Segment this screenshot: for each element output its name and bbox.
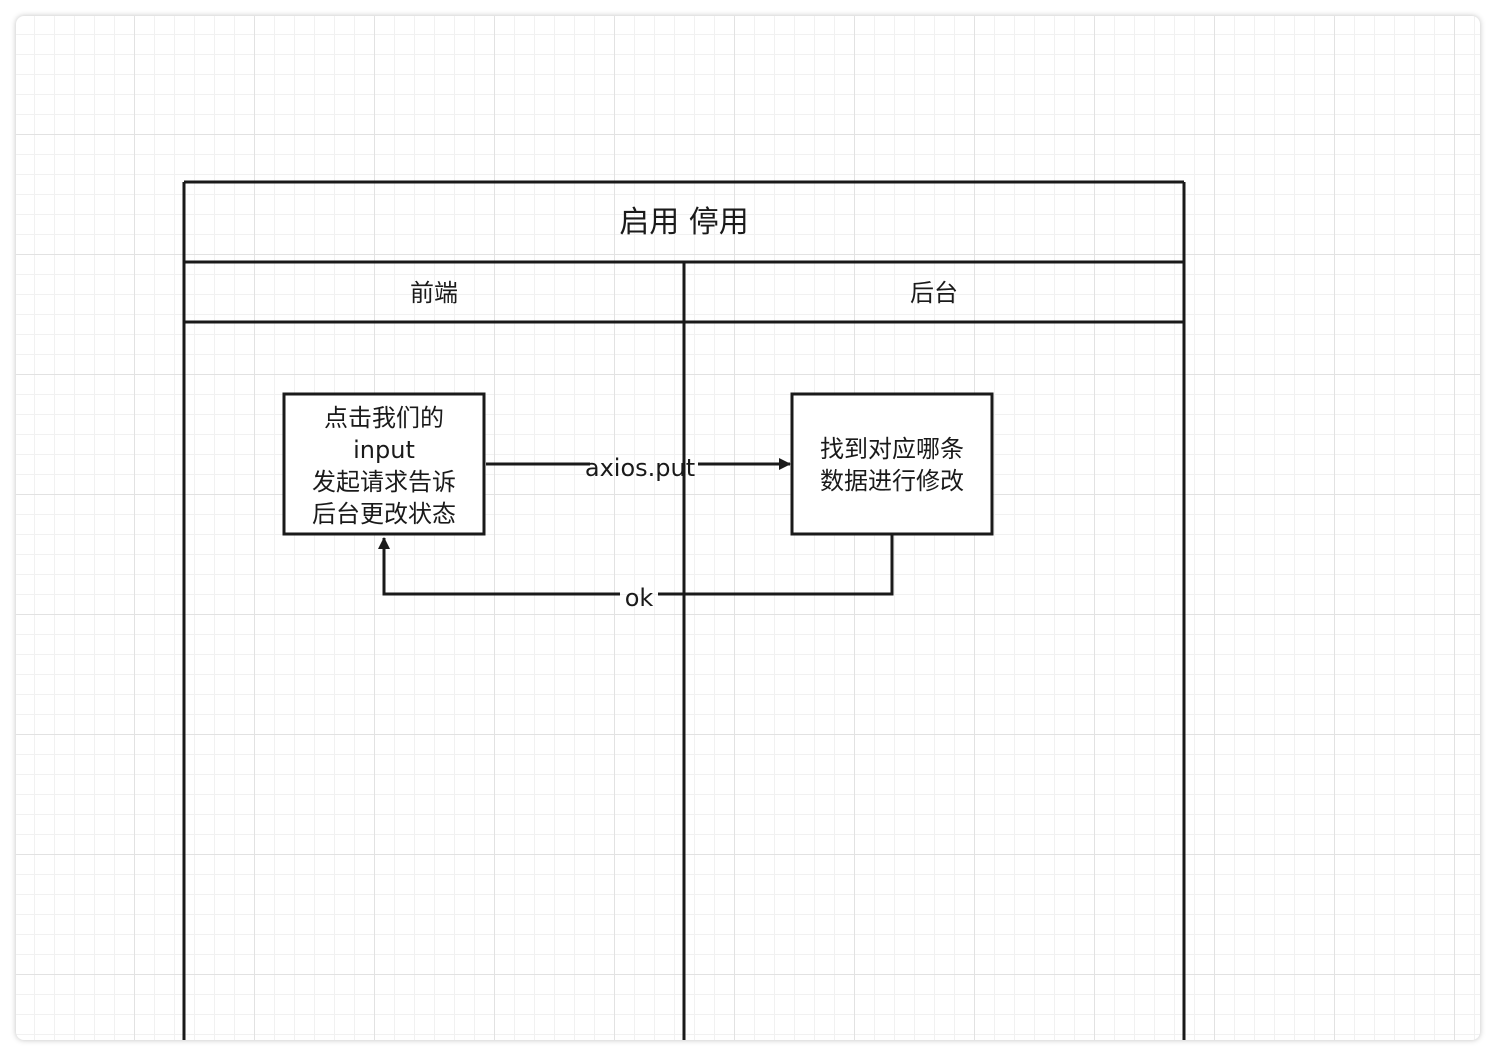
flow-diagram: 启用 停用 前端 后台 axios.put ok 点击我们的 input 发起请… <box>182 180 1186 1040</box>
edge-response-line-right <box>658 535 894 596</box>
frontend-box-line-1: 点击我们的 <box>324 404 444 432</box>
frontend-box-line-4: 后台更改状态 <box>312 500 456 528</box>
edge-response[interactable]: ok <box>378 535 894 612</box>
process-box-backend[interactable]: 找到对应哪条 数据进行修改 <box>790 392 994 536</box>
swimlane-pool <box>182 180 1186 1040</box>
edge-response-line-left <box>378 537 620 596</box>
frontend-box-line-3: 发起请求告诉 <box>312 468 456 496</box>
process-box-frontend-shape <box>282 392 486 536</box>
backend-box-line-2: 数据进行修改 <box>820 467 964 495</box>
process-box-backend-shape <box>790 392 994 536</box>
edge-response-label: ok <box>625 584 654 612</box>
edge-request[interactable]: axios.put <box>486 454 791 482</box>
diagram-canvas: 启用 停用 前端 后台 axios.put ok 点击我们的 input 发起请… <box>16 16 1480 1040</box>
frontend-box-line-2: input <box>353 436 415 464</box>
edge-request-label: axios.put <box>585 454 695 482</box>
backend-box-line-1: 找到对应哪条 <box>820 435 964 463</box>
lane-title-frontend: 前端 <box>410 279 458 307</box>
process-box-frontend[interactable]: 点击我们的 input 发起请求告诉 后台更改状态 <box>282 392 486 536</box>
pool-title: 启用 停用 <box>619 205 749 240</box>
lane-title-backend: 后台 <box>910 279 958 307</box>
